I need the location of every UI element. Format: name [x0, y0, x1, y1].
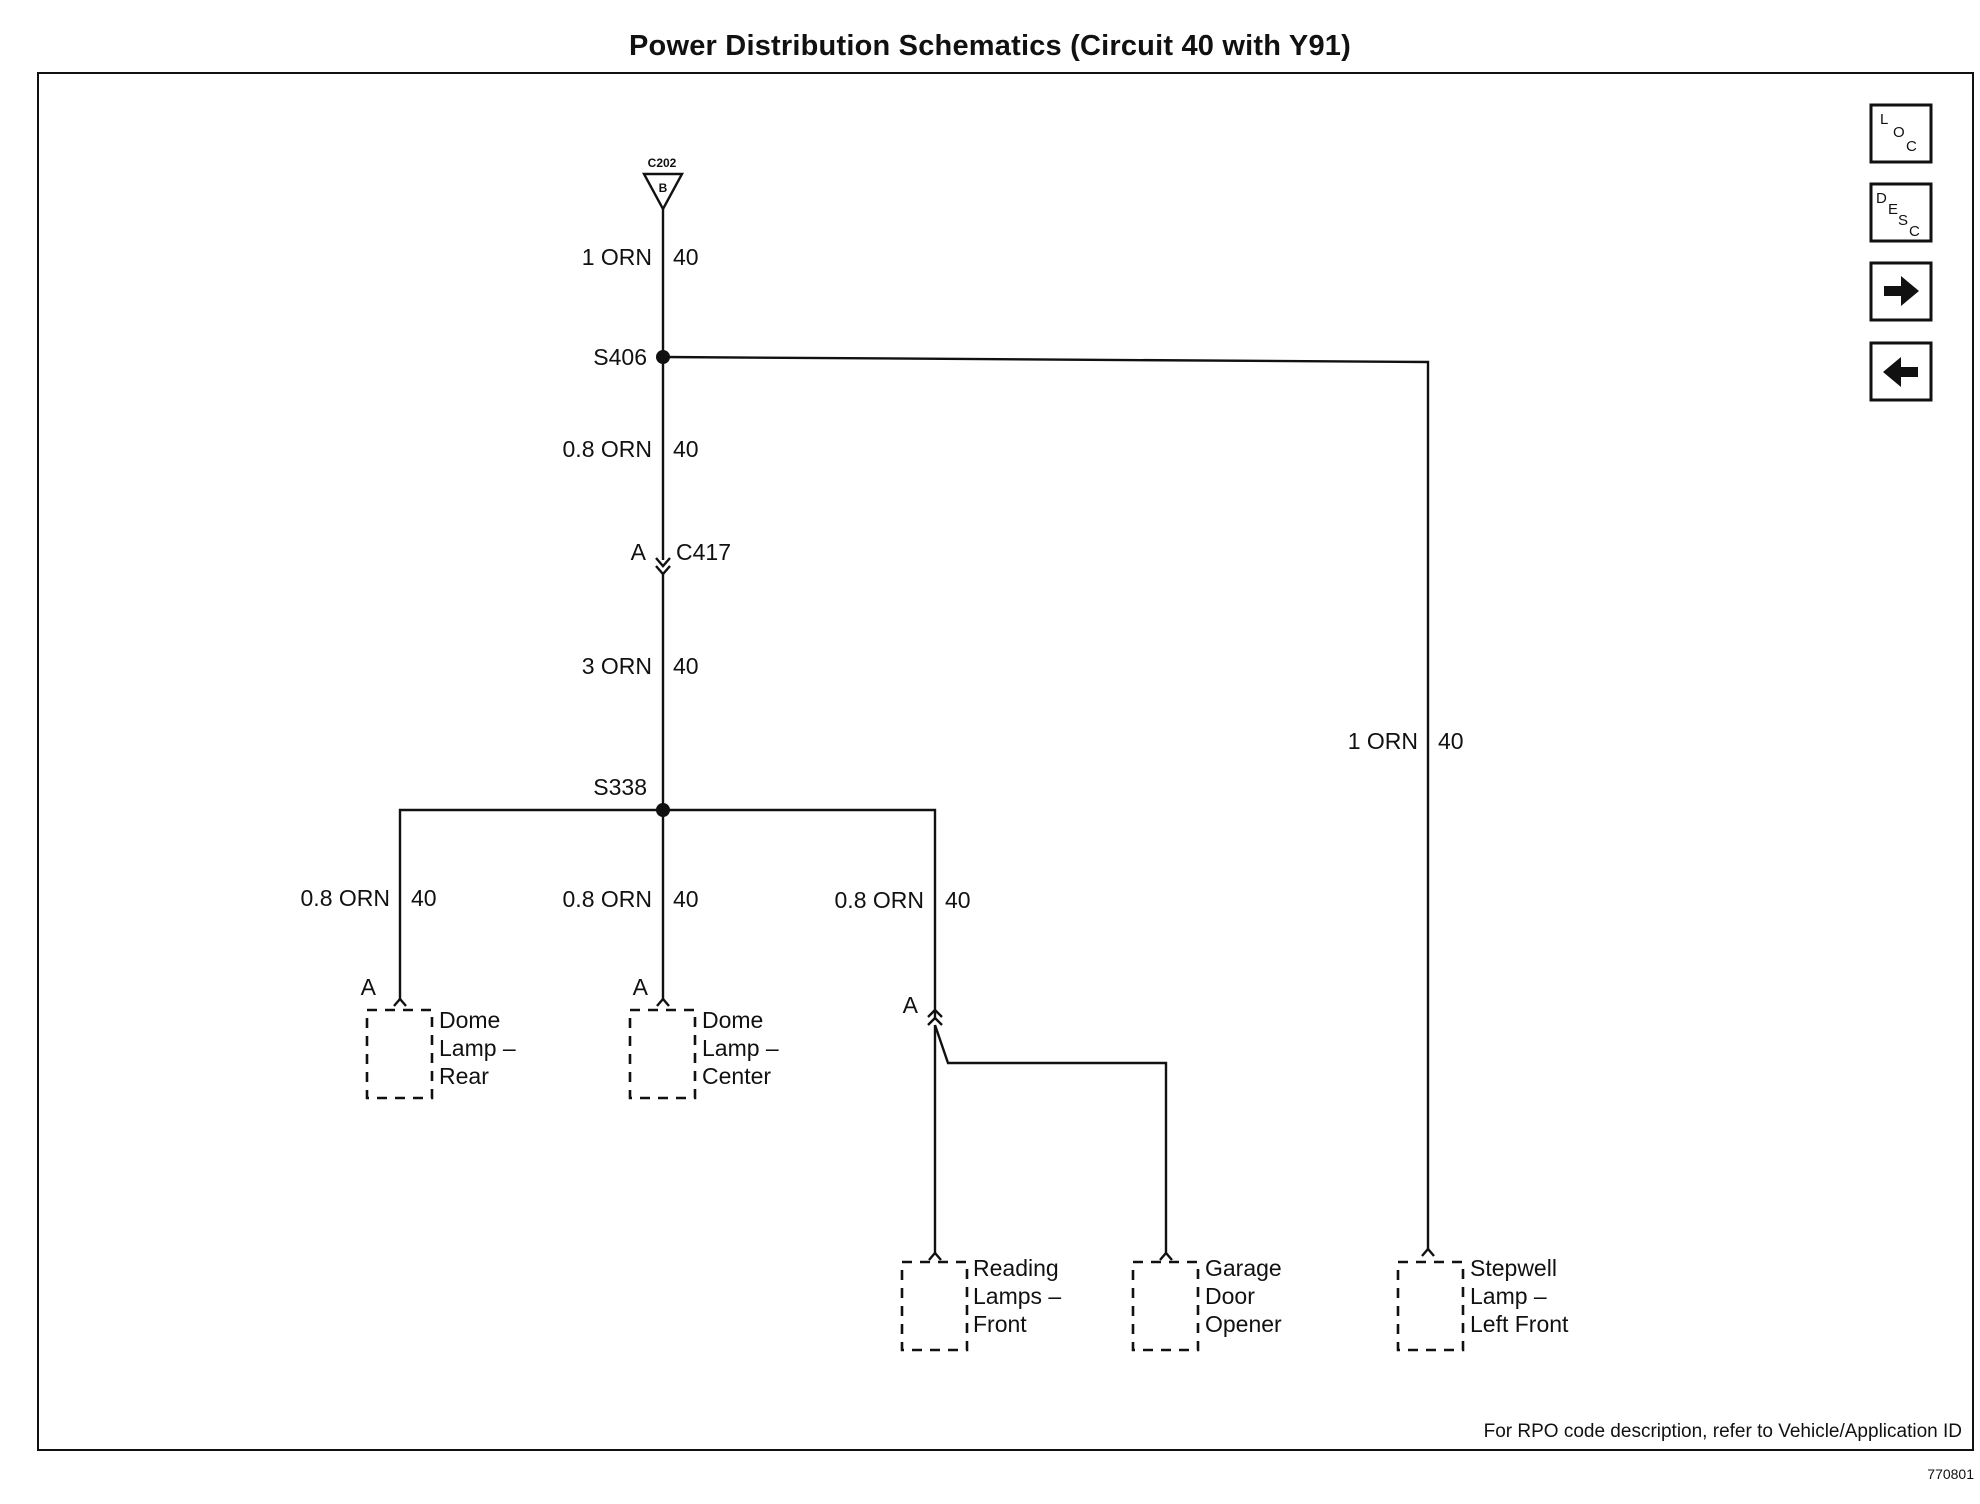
forward-button[interactable]	[1869, 261, 1933, 322]
dome-lamp-rear-box	[365, 1008, 434, 1100]
c202-connector-symbol	[641, 172, 685, 212]
wire-garage-door	[933, 1024, 1168, 1254]
dome-rear-pin-label: A	[361, 974, 377, 1000]
stepwell-pin-symbol	[1421, 1247, 1435, 1257]
garage-label-line: Garage	[1205, 1255, 1282, 1281]
back-button[interactable]	[1869, 341, 1933, 402]
wire-s406-stepwell	[662, 355, 1430, 1250]
c417-connector-symbol	[655, 565, 671, 576]
s338-splice-label: S338	[593, 774, 647, 800]
loc-letter: C	[1906, 138, 1917, 155]
wire-gauge-label: 0.8 ORN	[835, 887, 924, 913]
dome-center-label-line: Center	[702, 1063, 771, 1089]
stepwell-lamp-box	[1396, 1260, 1465, 1352]
garage-door-pin-symbol	[1159, 1251, 1173, 1261]
c417-label: C417	[676, 539, 731, 565]
garage-door-opener-box	[1131, 1260, 1200, 1352]
desc-letter: S	[1898, 212, 1908, 229]
c417-connector-symbol	[655, 557, 671, 568]
diagram-frame	[37, 72, 1974, 1451]
dome-rear-label-line: Rear	[439, 1063, 489, 1089]
dome-center-pin-label: A	[633, 974, 649, 1000]
wire-circuit-label: 40	[1438, 728, 1464, 754]
loc-letter: O	[1893, 124, 1905, 141]
garage-label-line: Door	[1205, 1283, 1255, 1309]
figure-id: 770801	[1927, 1466, 1974, 1482]
wire-gauge-label: 0.8 ORN	[301, 885, 390, 911]
wire-circuit-label: 40	[411, 885, 437, 911]
desc-letter: D	[1876, 190, 1887, 207]
desc-letter: C	[1909, 223, 1920, 240]
wire-circuit-label: 40	[673, 653, 699, 679]
reading-lamps-pin-symbol	[928, 1251, 942, 1261]
reading-label-line: Lamps –	[973, 1283, 1061, 1309]
dome-rear-label-line: Lamp –	[439, 1035, 516, 1061]
c417-pin-label: A	[631, 539, 647, 565]
wire-gauge-label: 0.8 ORN	[563, 886, 652, 912]
dome-rear-pin-symbol	[393, 997, 407, 1007]
reading-connector-symbol	[927, 1008, 943, 1018]
loc-button[interactable]: L O C	[1869, 103, 1933, 164]
wire-gauge-label: 0.8 ORN	[563, 436, 652, 462]
dome-center-label-line: Lamp –	[702, 1035, 779, 1061]
loc-letter: L	[1880, 111, 1888, 128]
dome-rear-label-line: Dome	[439, 1007, 500, 1033]
stepwell-label-line: Stepwell	[1470, 1255, 1557, 1281]
wire-circuit-label: 40	[673, 886, 699, 912]
wire-circuit-label: 40	[945, 887, 971, 913]
stepwell-label-line: Lamp –	[1470, 1283, 1547, 1309]
reading-lamps-front-box	[900, 1260, 969, 1352]
reading-connector-pin-label: A	[903, 992, 919, 1018]
c202-label: C202	[648, 156, 677, 170]
reading-connector-symbol	[927, 1016, 943, 1026]
wire-circuit-label: 40	[673, 436, 699, 462]
dome-center-label-line: Dome	[702, 1007, 763, 1033]
wire-circuit-label: 40	[673, 244, 699, 270]
dome-center-pin-symbol	[656, 997, 670, 1007]
desc-button[interactable]: D E S C	[1869, 182, 1933, 243]
arrow-right-icon	[1884, 276, 1919, 306]
dome-lamp-center-box	[628, 1008, 697, 1100]
stepwell-label-line: Left Front	[1470, 1311, 1569, 1337]
wire-gauge-label: 3 ORN	[582, 653, 652, 679]
s406-splice-label: S406	[593, 344, 647, 370]
page-title: Power Distribution Schematics (Circuit 4…	[629, 30, 1351, 62]
c202-pin-label: B	[659, 181, 668, 195]
wire-gauge-label: 1 ORN	[1348, 728, 1418, 754]
arrow-left-icon	[1883, 357, 1918, 387]
footer-note: For RPO code description, refer to Vehic…	[1483, 1421, 1962, 1442]
desc-letter: E	[1888, 201, 1898, 218]
garage-label-line: Opener	[1205, 1311, 1282, 1337]
reading-label-line: Reading	[973, 1255, 1059, 1281]
wire-s338-bus	[398, 808, 937, 1020]
wire-gauge-label: 1 ORN	[582, 244, 652, 270]
reading-label-line: Front	[973, 1311, 1027, 1337]
